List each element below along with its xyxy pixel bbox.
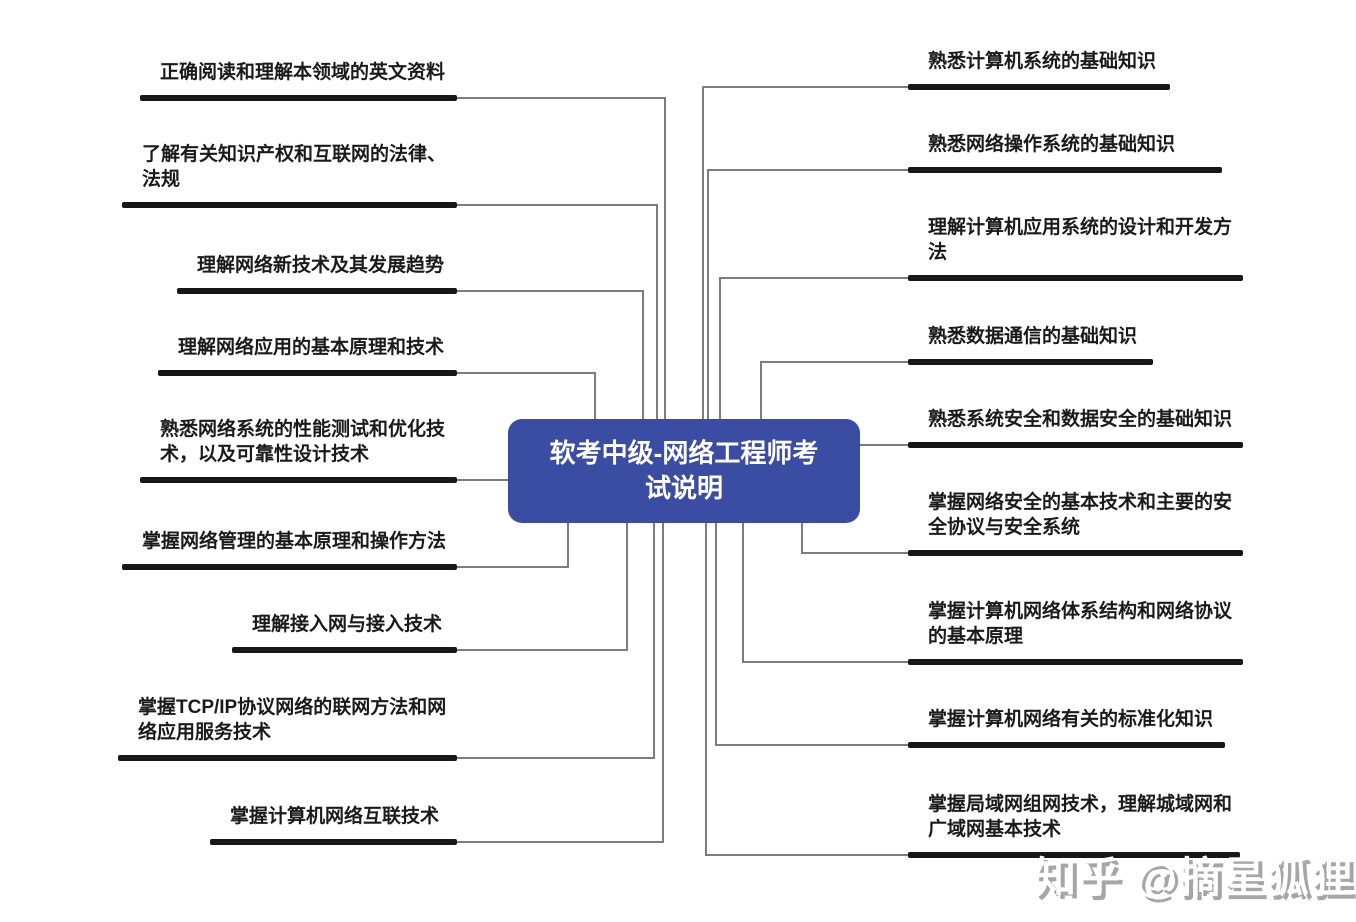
connector-line: [742, 661, 908, 663]
branch-label[interactable]: 理解网络应用的基本原理和技术: [178, 337, 445, 358]
branch-line: [908, 275, 1243, 281]
connector-line: [715, 744, 908, 746]
branch-right-9[interactable]: 掌握局域网组网技术，理解城域网和 广域网基本技术: [908, 794, 1240, 858]
connector-line: [656, 204, 658, 421]
branch-left-9[interactable]: 掌握计算机网络互联技术: [210, 806, 457, 845]
connector-line: [457, 841, 664, 843]
connector-line: [626, 521, 628, 651]
connector-line: [457, 649, 628, 651]
branch-line: [122, 202, 457, 208]
branch-line: [908, 742, 1225, 748]
branch-line: [140, 477, 457, 483]
connector-line: [705, 521, 707, 856]
branch-left-7[interactable]: 理解接入网与接入技术: [232, 614, 457, 653]
connector-line: [457, 290, 644, 292]
connector-line: [760, 361, 908, 363]
central-topic-label: 软考中级-网络工程师考 试说明: [549, 438, 819, 503]
connector-line: [653, 521, 655, 759]
branch-right-3[interactable]: 理解计算机应用系统的设计和开发方 法: [908, 217, 1243, 281]
connector-line: [719, 277, 908, 279]
connector-line: [567, 521, 569, 568]
connector-line: [856, 444, 908, 446]
central-topic-node[interactable]: 软考中级-网络工程师考 试说明: [508, 419, 860, 523]
branch-left-1[interactable]: 正确阅读和理解本领域的英文资料: [140, 62, 457, 101]
branch-line: [140, 95, 457, 101]
branch-line: [122, 564, 457, 570]
branch-right-5[interactable]: 熟悉系统安全和数据安全的基础知识: [908, 409, 1243, 448]
connector-line: [642, 290, 644, 421]
branch-right-8[interactable]: 掌握计算机网络有关的标准化知识: [908, 709, 1225, 748]
branch-label[interactable]: 掌握网络管理的基本原理和操作方法: [142, 531, 447, 552]
connector-line: [457, 566, 569, 568]
branch-label[interactable]: 掌握TCP/IP协议网络的联网方法和网 络应用服务技术: [138, 697, 447, 743]
branch-line: [118, 755, 457, 761]
branch-left-6[interactable]: 掌握网络管理的基本原理和操作方法: [122, 531, 457, 570]
branch-line: [908, 550, 1243, 556]
branch-line: [232, 647, 457, 653]
connector-line: [705, 854, 908, 856]
connector-line: [742, 521, 744, 663]
branch-line: [908, 442, 1243, 448]
branch-line: [158, 370, 457, 376]
connector-line: [760, 361, 762, 421]
branch-line: [908, 659, 1243, 665]
connector-line: [457, 372, 596, 374]
connector-line: [801, 552, 908, 554]
branch-label[interactable]: 正确阅读和理解本领域的英文资料: [160, 62, 446, 83]
branch-line: [908, 84, 1170, 90]
branch-left-5[interactable]: 熟悉网络系统的性能测试和优化技 术，以及可靠性设计技术: [140, 419, 457, 483]
connector-line: [664, 97, 666, 421]
branch-line: [210, 839, 457, 845]
connector-line: [457, 97, 666, 99]
branch-label[interactable]: 掌握计算机网络体系结构和网络协议 的基本原理: [928, 601, 1233, 647]
branch-left-8[interactable]: 掌握TCP/IP协议网络的联网方法和网 络应用服务技术: [118, 697, 457, 761]
branch-line: [908, 359, 1153, 365]
branch-label[interactable]: 理解接入网与接入技术: [252, 614, 443, 635]
branch-label[interactable]: 熟悉网络操作系统的基础知识: [928, 134, 1176, 155]
branch-line: [908, 167, 1222, 173]
branch-right-7[interactable]: 掌握计算机网络体系结构和网络协议 的基本原理: [908, 601, 1243, 665]
connector-line: [457, 757, 655, 759]
branch-label[interactable]: 熟悉数据通信的基础知识: [928, 326, 1138, 347]
branch-right-4[interactable]: 熟悉数据通信的基础知识: [908, 326, 1153, 365]
connector-line: [594, 372, 596, 421]
branch-line: [177, 288, 457, 294]
branch-left-2[interactable]: 了解有关知识产权和互联网的法律、 法规: [122, 144, 457, 208]
connector-line: [702, 86, 704, 421]
branch-label[interactable]: 掌握计算机网络互联技术: [230, 806, 440, 827]
branch-right-1[interactable]: 熟悉计算机系统的基础知识: [908, 51, 1170, 90]
branch-label[interactable]: 理解网络新技术及其发展趋势: [197, 255, 445, 276]
branch-label[interactable]: 了解有关知识产权和互联网的法律、 法规: [142, 144, 447, 190]
connector-line: [707, 169, 908, 171]
branch-right-2[interactable]: 熟悉网络操作系统的基础知识: [908, 134, 1222, 173]
branch-label[interactable]: 熟悉计算机系统的基础知识: [928, 51, 1157, 72]
branch-label[interactable]: 熟悉网络系统的性能测试和优化技 术，以及可靠性设计技术: [160, 419, 446, 465]
connector-line: [707, 169, 709, 421]
branch-label[interactable]: 掌握计算机网络有关的标准化知识: [928, 709, 1214, 730]
connector-line: [457, 479, 512, 481]
connector-line: [457, 204, 658, 206]
branch-label[interactable]: 掌握局域网组网技术，理解城域网和 广域网基本技术: [928, 794, 1233, 840]
branch-line: [908, 852, 1240, 858]
branch-left-4[interactable]: 理解网络应用的基本原理和技术: [158, 337, 457, 376]
branch-label[interactable]: 熟悉系统安全和数据安全的基础知识: [928, 409, 1233, 430]
branch-right-6[interactable]: 掌握网络安全的基本技术和主要的安 全协议与安全系统: [908, 492, 1243, 556]
connector-line: [715, 521, 717, 746]
branch-label[interactable]: 理解计算机应用系统的设计和开发方 法: [928, 217, 1233, 263]
connector-line: [801, 521, 803, 554]
connector-line: [662, 521, 664, 843]
zhihu-watermark: 知乎 @摘星狐狸: [1034, 854, 1355, 901]
connector-line: [702, 86, 908, 88]
branch-label[interactable]: 掌握网络安全的基本技术和主要的安 全协议与安全系统: [928, 492, 1233, 538]
connector-line: [719, 277, 721, 421]
branch-left-3[interactable]: 理解网络新技术及其发展趋势: [177, 255, 457, 294]
